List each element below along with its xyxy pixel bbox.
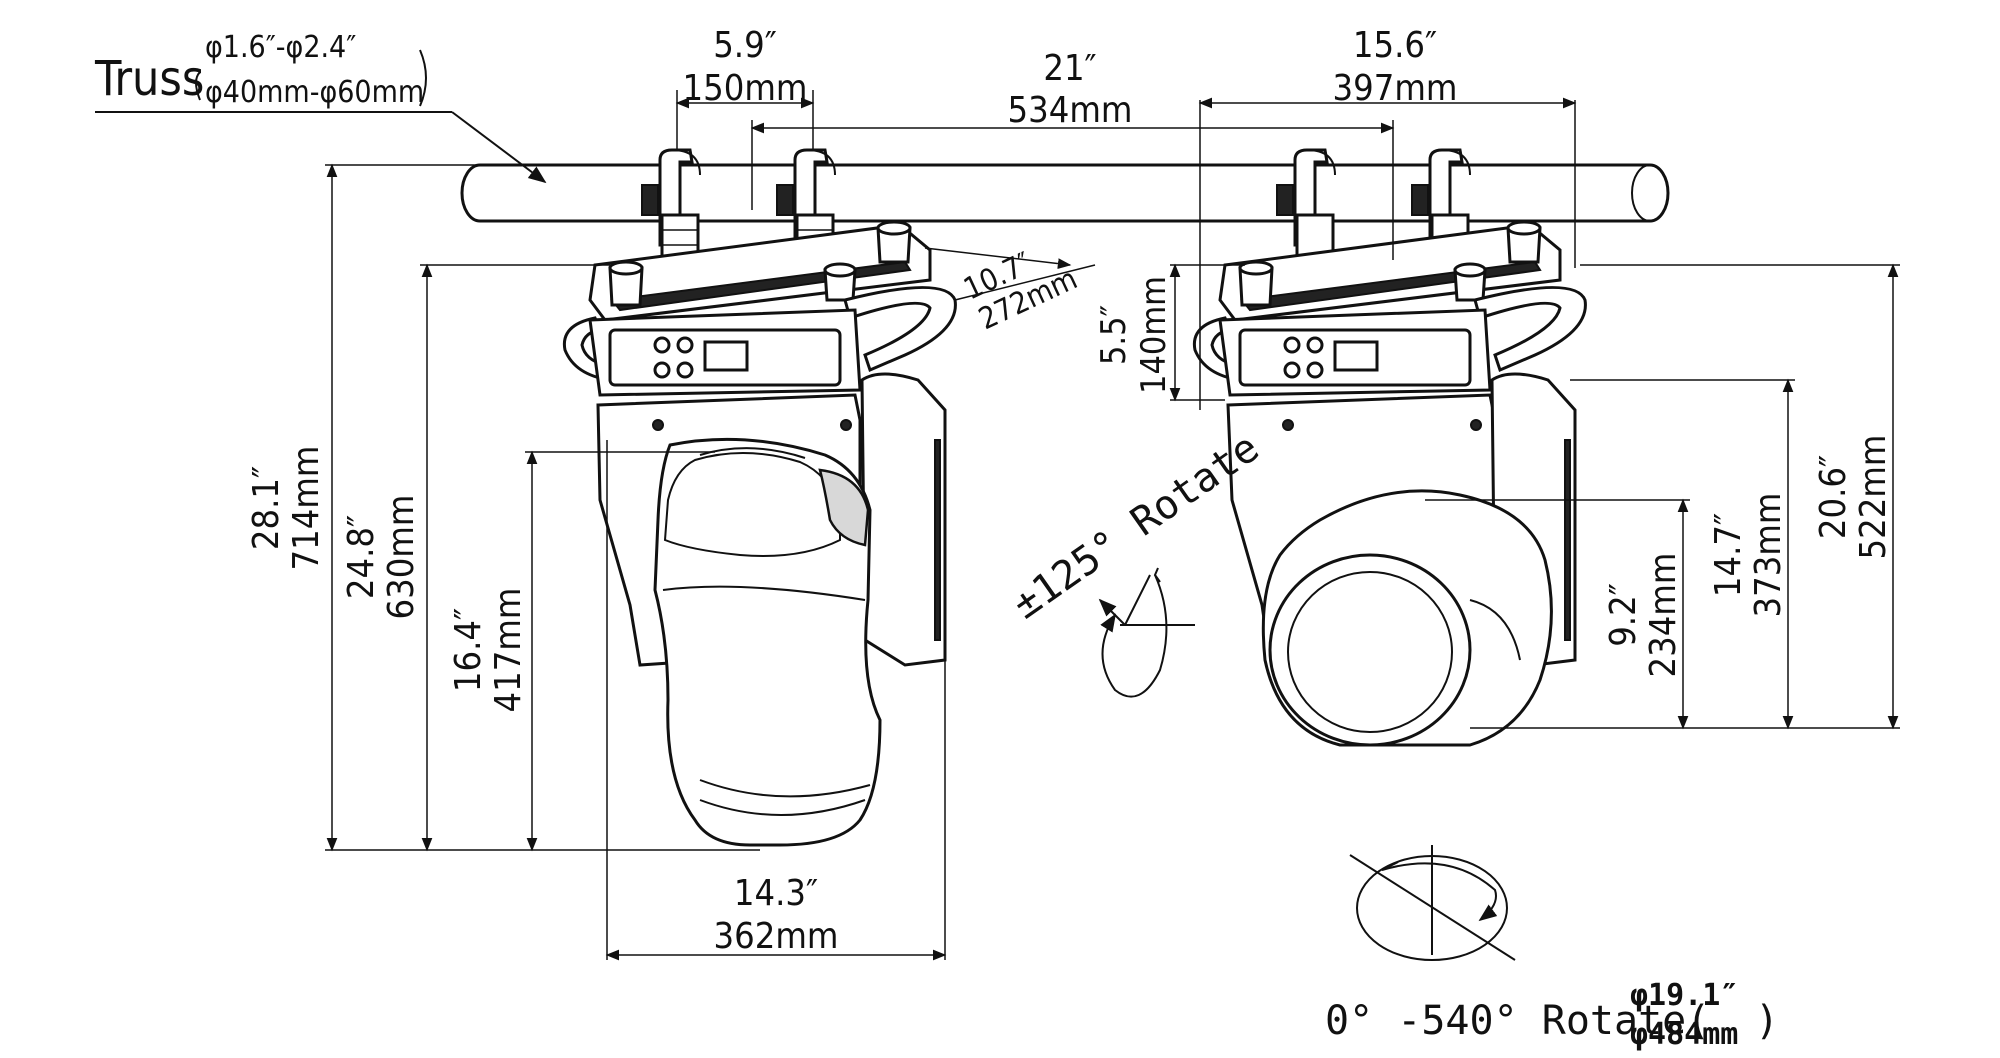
truss-label: Truss φ1.6″-φ2.4″ φ40mm-φ60mm <box>94 30 547 184</box>
right-display-screen <box>1333 340 1379 372</box>
svg-text:φ484mm: φ484mm <box>1630 1017 1738 1052</box>
dim-total-width: 21″ 534mm <box>750 48 1395 260</box>
svg-text:9.2″: 9.2″ <box>1603 583 1644 647</box>
left-knob-2 <box>876 220 912 264</box>
dim-lens-height: 9.2″ 234mm <box>1425 498 1690 730</box>
dim-right-base-width: 15.6″ 397mm <box>1198 25 1577 410</box>
left-display-screen <box>703 340 749 372</box>
left-head <box>653 437 882 847</box>
tilt-rotation-symbol: ±125° Rotate <box>1004 425 1267 698</box>
svg-text:14.7″: 14.7″ <box>1708 513 1749 597</box>
svg-text:20.6″: 20.6″ <box>1813 455 1854 539</box>
dim-right-total-height: 20.6″ 522mm <box>1580 263 1900 730</box>
right-knob-2 <box>1506 220 1542 264</box>
svg-text:14.3″: 14.3″ <box>734 873 818 914</box>
dim-clamp-spacing: 5.9″ 150mm <box>675 25 815 150</box>
svg-text:373mm: 373mm <box>1748 493 1789 618</box>
right-knob-1 <box>1238 260 1274 307</box>
left-fixture <box>562 148 957 847</box>
svg-text:±125° Rotate: ±125° Rotate <box>1004 425 1267 628</box>
dim-yoke-width: 14.3″ 362mm <box>605 440 947 961</box>
svg-text:397mm: 397mm <box>1333 68 1458 109</box>
svg-text:362mm: 362mm <box>714 916 839 957</box>
svg-text:417mm: 417mm <box>488 588 529 713</box>
truss-diameter-in: φ1.6″-φ2.4″ <box>205 30 356 65</box>
svg-text:234mm: 234mm <box>1643 553 1684 678</box>
svg-text:21″: 21″ <box>1043 48 1096 89</box>
right-head <box>1261 489 1553 747</box>
right-knob-3 <box>1453 262 1487 302</box>
svg-text:φ19.1″: φ19.1″ <box>1630 978 1738 1013</box>
right-lens-outer <box>1268 553 1472 747</box>
dim-head-height: 16.4″ 417mm <box>448 450 715 852</box>
dim-height-from-base: 24.8″ 630mm <box>341 263 610 852</box>
truss-diameter-mm: φ40mm-φ60mm <box>205 75 424 110</box>
left-knob-1 <box>608 260 644 307</box>
right-fixture <box>1192 148 1587 747</box>
truss-tube <box>460 163 1670 223</box>
svg-text:714mm: 714mm <box>286 446 327 571</box>
right-lens-inner <box>1287 571 1453 733</box>
svg-text:5.5″: 5.5″ <box>1094 305 1134 365</box>
svg-text:16.4″: 16.4″ <box>448 608 489 692</box>
dim-overall-height: 28.1″ 714mm <box>246 163 760 852</box>
dim-base-height: 5.5″ 140mm <box>1094 263 1245 402</box>
svg-text:): ) <box>1755 998 1779 1044</box>
svg-text:140mm: 140mm <box>1134 276 1174 394</box>
right-panel-buttons <box>1283 336 1324 379</box>
left-panel-buttons <box>653 336 694 379</box>
truss-label-text: Truss <box>94 51 204 107</box>
pan-rotation-symbol <box>1349 845 1516 961</box>
svg-text:150mm: 150mm <box>683 68 808 109</box>
svg-text:24.8″: 24.8″ <box>341 515 382 599</box>
svg-text:630mm: 630mm <box>381 495 422 620</box>
svg-text:15.6″: 15.6″ <box>1353 25 1437 66</box>
dim-yoke-height: 14.7″ 373mm <box>1570 378 1795 730</box>
svg-text:522mm: 522mm <box>1853 435 1894 560</box>
svg-text:534mm: 534mm <box>1008 90 1133 131</box>
svg-text:0° -540° Rotate(: 0° -540° Rotate( <box>1325 998 1710 1044</box>
svg-text:5.9″: 5.9″ <box>713 25 777 66</box>
left-knob-3 <box>823 262 857 302</box>
pan-rotation-label: 0° -540° Rotate( φ19.1″ φ484mm ) <box>1325 978 1779 1052</box>
svg-text:28.1″: 28.1″ <box>246 466 287 550</box>
